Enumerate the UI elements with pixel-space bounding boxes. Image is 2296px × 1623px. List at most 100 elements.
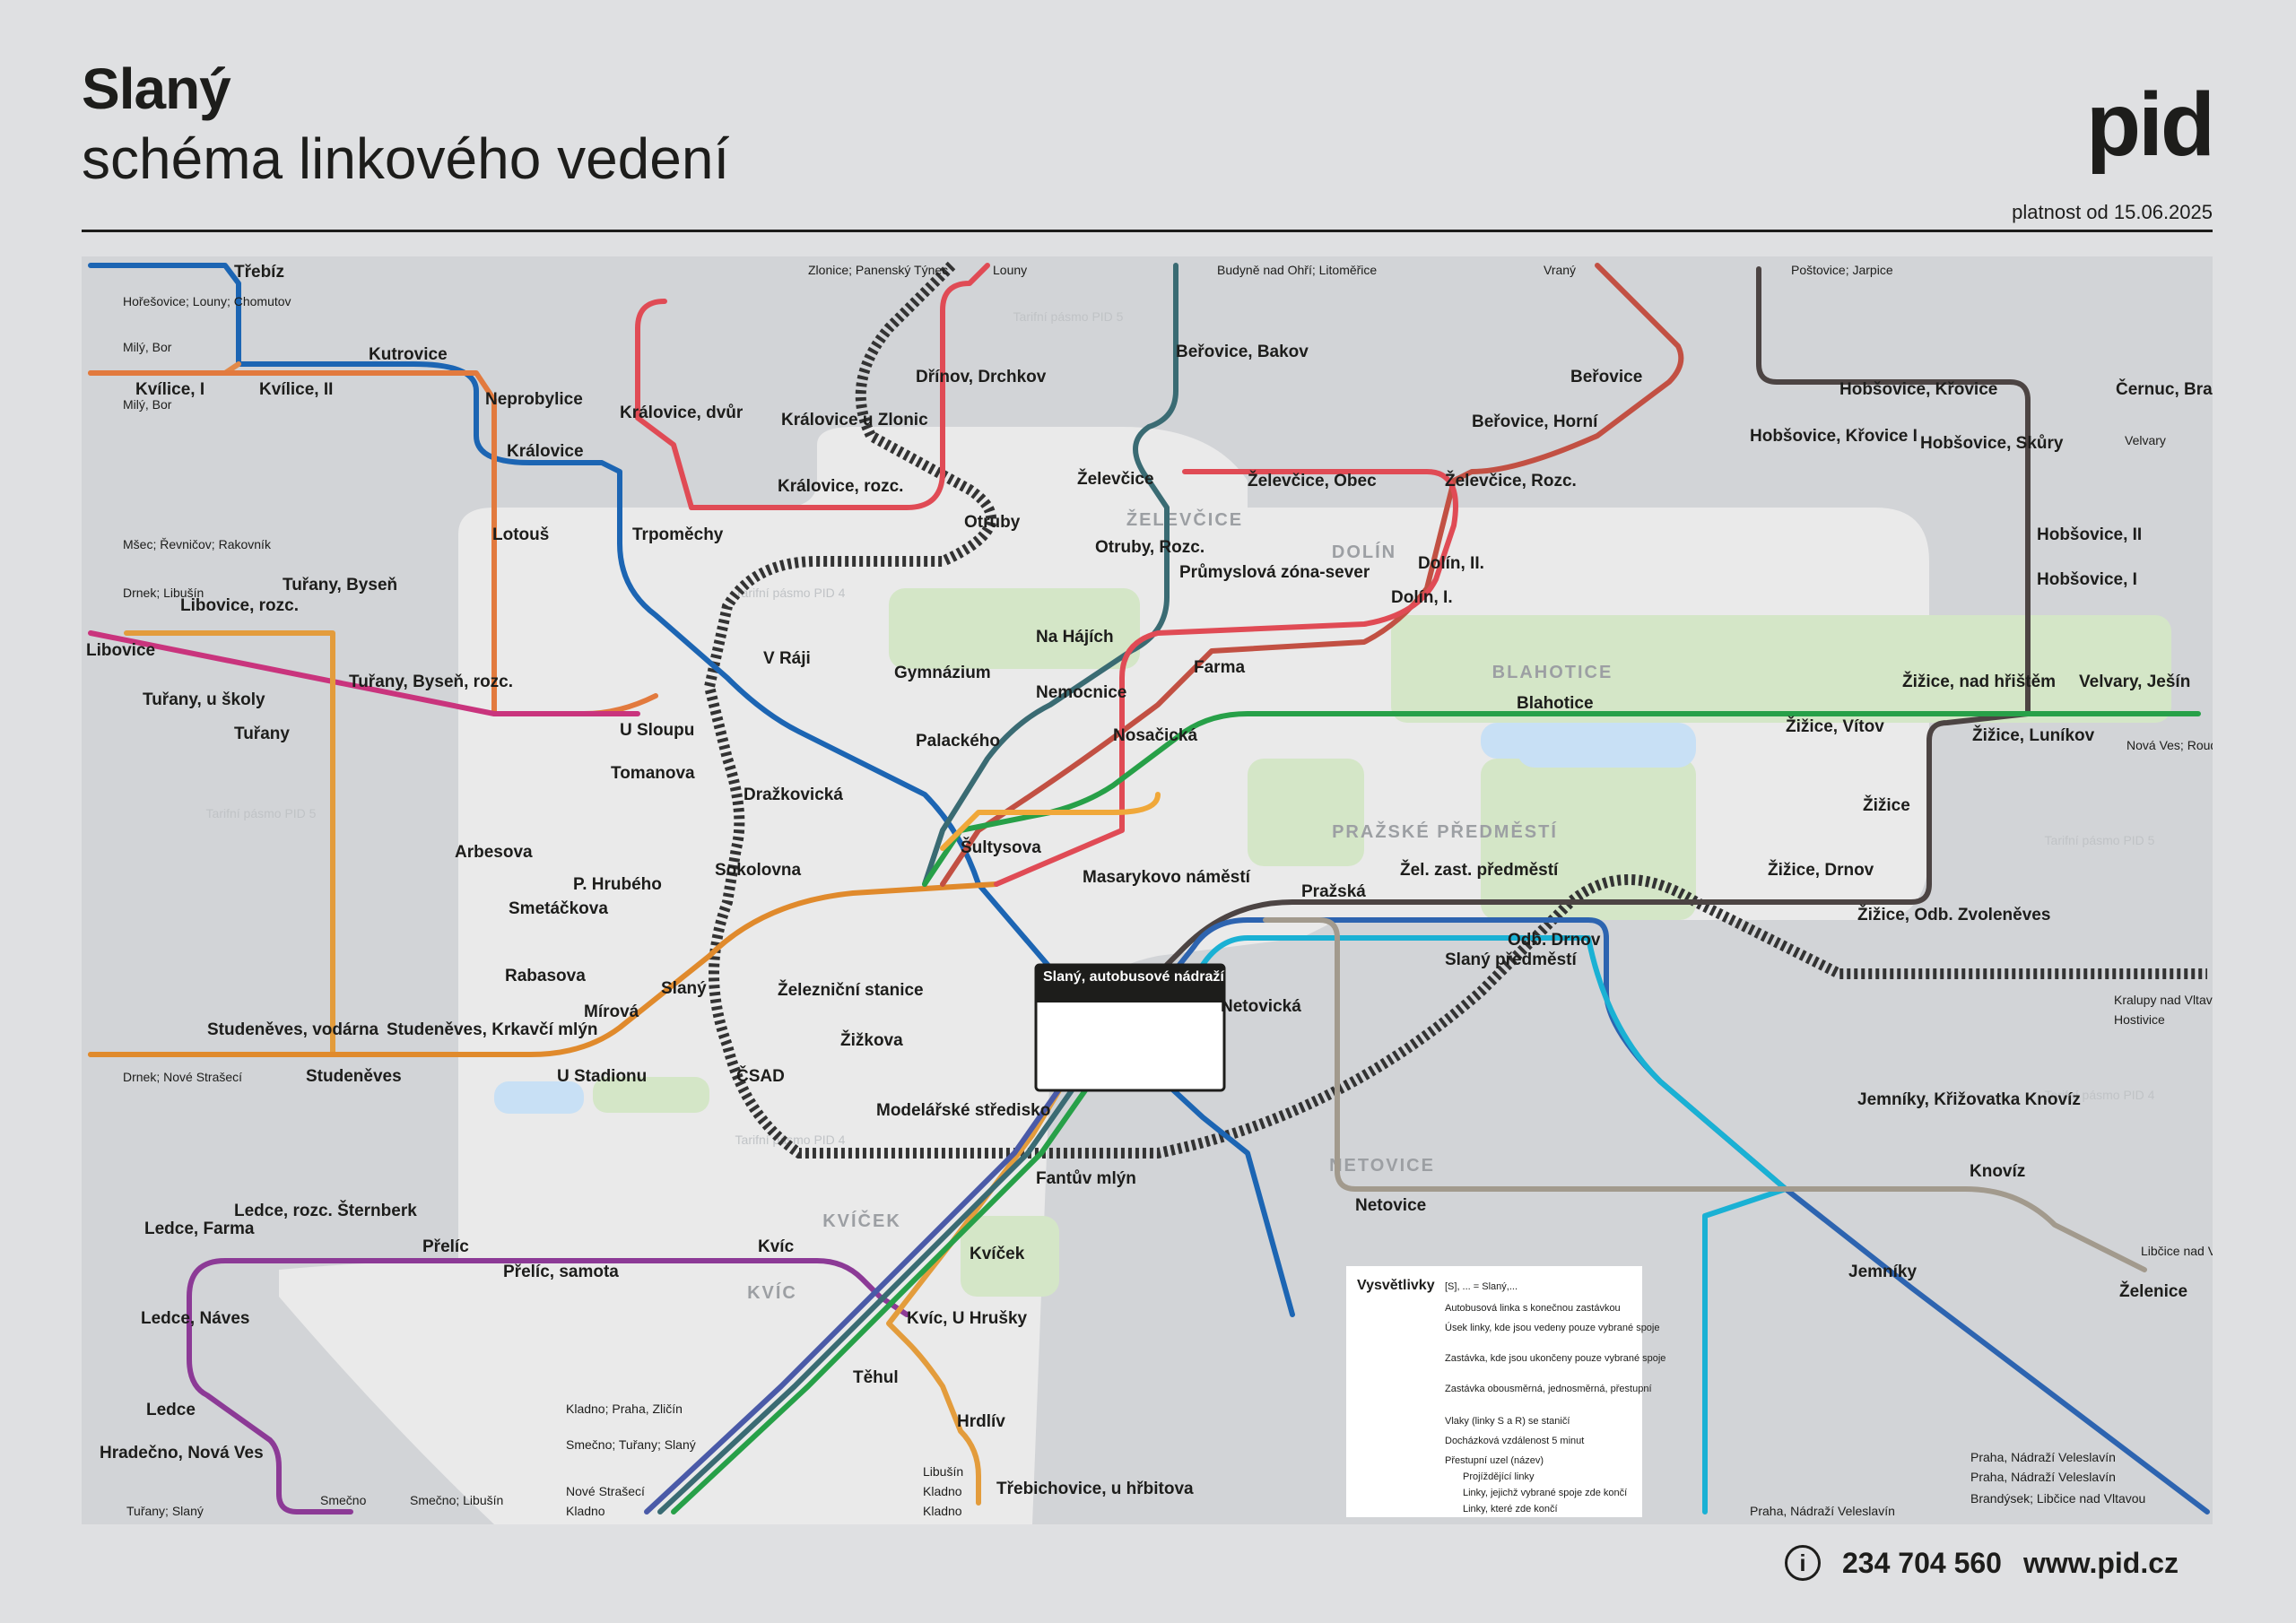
station-kralovice-dvur: Královice, dvůr <box>620 404 744 422</box>
station-hobsovice-skury: Hobšovice, Skůry <box>1920 434 2064 453</box>
station-trebiz: Třebíz <box>234 263 284 282</box>
legend-item: Zastávka obousměrná, jednosměrná, přestu… <box>1445 1384 1652 1394</box>
station-neprobylice: Neprobylice <box>485 390 583 409</box>
line-paths <box>88 263 2210 1515</box>
station-trpomechy: Trpoměchy <box>632 525 724 544</box>
line-617-south <box>671 1061 1107 1515</box>
station-nosacicka: Nosačická <box>1113 726 1197 745</box>
station-odb-drnov: Odb. Drnov <box>1508 931 1601 950</box>
station-trebichovice: Třebichovice, u hřbitova <box>996 1480 1194 1498</box>
legend-item: Úsek linky, kde jsou vedeny pouze vybran… <box>1445 1322 1660 1333</box>
station-cernuc: Černuc, Bratkovice <box>2116 379 2213 399</box>
station-fantuv-mlyn: Fantův mlýn <box>1036 1169 1136 1188</box>
station-drazkovicka: Dražkovická <box>744 785 843 804</box>
station-hradecno: Hradečno, Nová Ves <box>100 1444 264 1462</box>
page-title: Slaný <box>82 56 231 121</box>
area-label-dolin: DOLÍN <box>1332 542 1396 562</box>
station-hrdliv: Hrdlív <box>957 1412 1005 1431</box>
page-subtitle: schéma linkového vedení <box>82 126 730 191</box>
station-zizice-hriste: Žižice, nad hřištěm <box>1902 672 2056 691</box>
terminal-note: Hostivice <box>2114 1012 2165 1027</box>
terminal-note: Kladno <box>923 1504 962 1518</box>
station-blahotice: Blahotice <box>1517 694 1594 713</box>
station-slany: Slaný <box>661 979 707 998</box>
zone-label: Tarifní pásmo PID 5 <box>2045 833 2155 847</box>
terminal-note: Smečno; Tuřany; Slaný <box>566 1437 696 1452</box>
station-hobsovice-1: Hobšovice, I <box>2037 570 2137 589</box>
line-616-south <box>886 1043 1089 1506</box>
area-label-kvicek: KVÍČEK <box>822 1210 901 1231</box>
area-label-prazske: PRAŽSKÉ PŘEDMĚSTÍ <box>1332 820 1558 842</box>
pid-logo: pid <box>2086 74 2215 175</box>
terminal-note: Tuřany; Slaný <box>126 1504 204 1518</box>
legend: Vysvětlivky [S], ... = Slaný,... Autobus… <box>1346 1266 1665 1517</box>
website-link[interactable]: www.pid.cz <box>2022 1546 2179 1579</box>
station-berovice: Beřovice <box>1570 368 1642 386</box>
line-650-south <box>657 1061 1093 1515</box>
terminal-note: Velvary <box>2125 433 2166 447</box>
station-zel-zast: Žel. zast. předměstí <box>1400 860 1559 880</box>
station-modelarske: Modelářské středisko <box>876 1101 1050 1120</box>
line-708 <box>635 263 990 510</box>
station-netovicka: Netovická <box>1221 997 1301 1016</box>
line-389 <box>88 263 1295 1317</box>
station-zizice-drnov: Žižice, Drnov <box>1768 860 1874 880</box>
station-masarykovo: Masarykovo náměstí <box>1083 868 1251 887</box>
station-kralovice-zlonic: Královice u Zlonic <box>781 411 928 430</box>
station-na-hajich: Na Hájích <box>1036 628 1114 647</box>
zone-label: Tarifní pásmo PID 5 <box>1013 309 1124 324</box>
terminal-note: Zlonice; Panenský Týnec <box>808 263 948 277</box>
terminal-note: Louny <box>993 263 1027 277</box>
station-kralovice-rozc: Královice, rozc. <box>778 477 903 496</box>
terminal-note: Hořešovice; Louny; Chomutov <box>123 294 291 308</box>
hub-box[interactable]: Slaný, autobusové nádraží <box>1034 963 1226 1092</box>
validity-date: platnost od 15.06.2025 <box>2012 201 2213 223</box>
station-jemniky: Jemníky <box>1848 1263 1917 1281</box>
green-field-2 <box>889 588 1140 669</box>
line-586 <box>88 881 999 1057</box>
info-icon: i <box>1785 1545 1821 1581</box>
legend-item: Vlaky (linky S a R) se staničí <box>1445 1416 1570 1427</box>
station-netovice: Netovice <box>1355 1196 1426 1215</box>
station-jemniky-knoviz: Jemníky, Křižovatka Knovíz <box>1857 1090 2081 1109</box>
station-kvic-hrusky: Kvíc, U Hrušky <box>907 1309 1028 1328</box>
station-tomanova: Tomanova <box>611 764 695 783</box>
header-divider <box>82 230 2213 232</box>
station-kralovice: Královice <box>507 442 584 461</box>
station-gymnazium: Gymnázium <box>894 664 991 682</box>
terminal-note: Drnek; Libušín <box>123 586 204 600</box>
legend-title: Vysvětlivky <box>1357 1278 1435 1293</box>
zone-label: Tarifní pásmo PID 4 <box>735 586 846 600</box>
terminal-note: Drnek; Nové Strašecí <box>123 1070 242 1084</box>
station-sultysova: Šultysova <box>961 838 1041 857</box>
station-v-raji: V Ráji <box>763 649 811 668</box>
line-650 <box>922 263 1178 887</box>
station-zizkova: Žižkova <box>840 1030 903 1050</box>
station-knoviz: Knovíz <box>1970 1162 2025 1181</box>
station-studeneves-mlyn: Studeněves, Krkavčí mlýn <box>387 1020 598 1039</box>
station-zizice-vitov: Žižice, Vítov <box>1786 716 1884 736</box>
phone-number[interactable]: 234 704 560 <box>1842 1546 2002 1579</box>
station-predmesti: Slaný předměstí <box>1445 950 1577 969</box>
line-590 <box>940 263 1684 887</box>
green-field-6 <box>961 1216 1059 1297</box>
line-588 <box>88 370 658 716</box>
terminal-note: Kladno <box>566 1504 605 1518</box>
station-kvilice-1: Kvílice, I <box>135 380 204 399</box>
hub-title: Slaný, autobusové nádraží <box>1043 969 1224 985</box>
line-342 <box>1164 935 1788 1515</box>
station-ledce-naves: Ledce, Náves <box>141 1309 249 1328</box>
line-858 <box>1711 1186 2147 1272</box>
terminal-note: Praha, Nádraží Veleslavín <box>1970 1450 2116 1464</box>
station-prazska: Pražská <box>1301 882 1366 901</box>
legend-item: Projíždějící linky <box>1463 1471 1535 1482</box>
station-nemocnice: Nemocnice <box>1036 683 1126 702</box>
terminal-note: Vraný <box>1544 263 1576 277</box>
line-627 <box>187 1258 909 1515</box>
network-map: ŽELEVČICE DOLÍN BLAHOTICE PRAŽSKÉ PŘEDMĚ… <box>82 256 2213 1524</box>
legend-item: Přestupní uzel (název) <box>1445 1455 1544 1466</box>
station-zelevcice-obec: Želevčice, Obec <box>1248 471 1377 490</box>
area-label-kvic: KVÍC <box>747 1282 797 1303</box>
legend-item: Docházková vzdálenost 5 minut <box>1445 1436 1584 1446</box>
terminal-note: Praha, Nádraží Veleslavín <box>1970 1470 2116 1484</box>
